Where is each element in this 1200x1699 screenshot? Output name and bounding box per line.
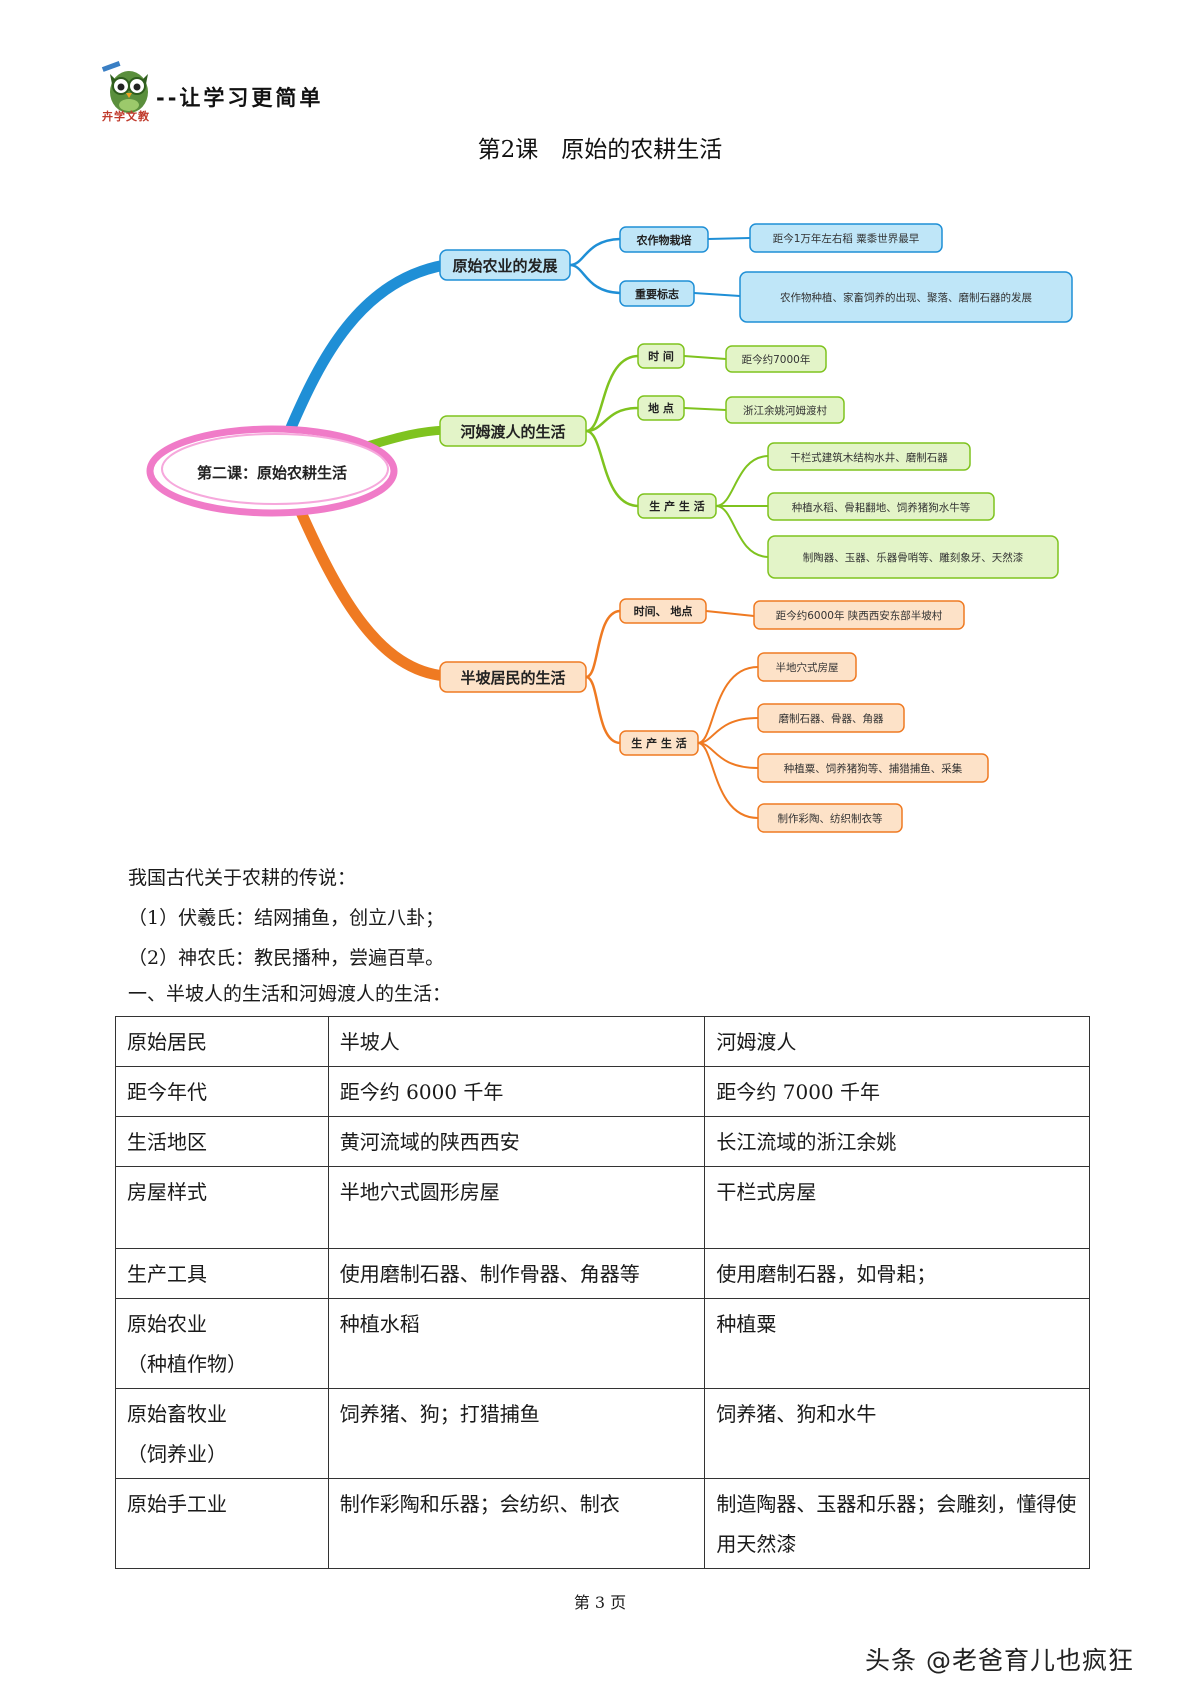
leaf-3-2-1: 半地穴式房屋: [776, 661, 839, 674]
table-cell: 距今约 6000 千年: [327, 1066, 706, 1117]
table-row: 生产工具 使用磨制石器、制作骨器、角器等 使用磨制石器，如骨耜；: [115, 1248, 1090, 1299]
table-cell: 长江流域的浙江余姚: [704, 1116, 1090, 1167]
table-cell: 河姆渡人: [704, 1016, 1090, 1067]
legend-item-1: （1）伏羲氏：结网捕鱼，创立八卦；: [128, 907, 445, 929]
table-row: 原始农业 （种植作物） 种植水稻 种植粟: [115, 1298, 1090, 1389]
table-cell: 制造陶器、玉器和乐器；会雕刻，懂得使用天然漆: [704, 1478, 1090, 1569]
table-cell: 饲养猪、狗；打猎捕鱼: [327, 1388, 706, 1479]
leaf-3-2-3: 种植粟、饲养猪狗等、捕猎捕鱼、采集: [784, 762, 963, 775]
table-cell: 距今约 7000 千年: [704, 1066, 1090, 1117]
child-label-1-2: 重要标志: [635, 287, 679, 301]
table-row: 生活地区 黄河流域的陕西西安 长江流域的浙江余姚: [115, 1116, 1090, 1167]
branch-label-3: 半坡居民的生活: [460, 669, 565, 687]
legend-intro: 我国古代关于农耕的传说：: [128, 867, 357, 889]
leaf-2-2-1: 浙江余姚河姆渡村: [743, 404, 827, 417]
comparison-table: 原始居民 半坡人 河姆渡人 距今年代 距今约 6000 千年 距今约 7000 …: [115, 1016, 1090, 1569]
table-cell: 饲养猪、狗和水牛: [704, 1388, 1090, 1479]
leaf-1-2-1: 农作物种植、家畜饲养的出现、聚落、磨制石器的发展: [780, 291, 1032, 304]
child-label-3-1: 时间、 地点: [634, 604, 693, 618]
mind-map: 第二课：原始农耕生活 原始农业的发展 农作物栽培 重要标志 距今1万年左右稻 粟…: [146, 223, 1073, 833]
leaf-3-2-2: 磨制石器、骨器、角器: [779, 712, 884, 725]
table-cell: 干栏式房屋: [704, 1166, 1090, 1249]
table-cell: 种植水稻: [327, 1298, 706, 1389]
child-label-2-1: 时 间: [648, 349, 674, 363]
leaf-3-1-1: 距今约6000年 陕西西安东部半坡村: [776, 609, 943, 622]
table-cell: 原始手工业: [115, 1478, 329, 1569]
table-cell: 原始畜牧业 （饲养业）: [115, 1388, 329, 1479]
table-row: 原始手工业 制作彩陶和乐器；会纺织、制衣 制造陶器、玉器和乐器；会雕刻，懂得使用…: [115, 1478, 1090, 1569]
leaf-2-1-1: 距今约7000年: [742, 353, 811, 366]
table-cell: 制作彩陶和乐器；会纺织、制衣: [327, 1478, 706, 1569]
leaf-2-3-1: 干栏式建筑木结构水井、磨制石器: [790, 451, 948, 464]
leaf-3-2-4: 制作彩陶、纺织制衣等: [778, 812, 883, 825]
table-cell: 生产工具: [115, 1248, 329, 1299]
table-row: 距今年代 距今约 6000 千年 距今约 7000 千年: [115, 1066, 1090, 1117]
watermark: 头条 @老爸育儿也疯狂: [865, 1646, 1134, 1675]
leaf-2-3-3: 制陶器、玉器、乐器骨哨等、雕刻象牙、天然漆: [803, 551, 1024, 564]
leaf-2-3-2: 种植水稻、骨耜翻地、饲养猪狗水牛等: [792, 501, 971, 514]
table-cell: 半地穴式圆形房屋: [327, 1166, 706, 1249]
branch-label-2: 河姆渡人的生活: [460, 423, 565, 441]
table-cell: 生活地区: [115, 1116, 329, 1167]
slogan: --让学习更简单: [156, 86, 324, 110]
page-number: 第 3 页: [573, 1593, 627, 1612]
child-label-3-2: 生 产 生 活: [631, 736, 687, 750]
table-cell: 种植粟: [704, 1298, 1090, 1389]
child-label-2-2: 地 点: [648, 401, 674, 415]
section-heading: 一、半坡人的生活和河姆渡人的生活：: [128, 983, 452, 1005]
logo-caption: 卉学文教: [102, 110, 150, 123]
child-label-1-1: 农作物栽培: [636, 233, 692, 247]
table-cell: 原始农业 （种植作物）: [115, 1298, 329, 1389]
table-cell: 距今年代: [115, 1066, 329, 1117]
table-row: 房屋样式 半地穴式圆形房屋 干栏式房屋: [115, 1166, 1090, 1249]
table-cell: 房屋样式: [115, 1166, 329, 1249]
mindmap-root: 第二课：原始农耕生活: [197, 464, 347, 482]
leaf-1-1-1: 距今1万年左右稻 粟黍世界最早: [773, 232, 920, 245]
table-cell: 原始居民: [115, 1016, 329, 1067]
owl-logo-icon: [101, 61, 148, 113]
table-row: 原始畜牧业 （饲养业） 饲养猪、狗；打猎捕鱼 饲养猪、狗和水牛: [115, 1388, 1090, 1479]
legend-list: 我国古代关于农耕的传说： （1）伏羲氏：结网捕鱼，创立八卦； （2）神农氏：教民…: [128, 858, 444, 978]
child-label-2-3: 生 产 生 活: [649, 499, 705, 513]
legend-item-2: （2）神农氏：教民播种，尝遍百草。: [128, 947, 445, 969]
lesson-title: 第2课 原始的农耕生活: [477, 137, 723, 163]
table-cell: 使用磨制石器，如骨耜；: [704, 1248, 1090, 1299]
table-cell: 半坡人: [327, 1016, 706, 1067]
table-row: 原始居民 半坡人 河姆渡人: [115, 1016, 1090, 1067]
table-cell: 使用磨制石器、制作骨器、角器等: [327, 1248, 706, 1299]
branch-label-1: 原始农业的发展: [452, 257, 557, 275]
table-cell: 黄河流域的陕西西安: [327, 1116, 706, 1167]
